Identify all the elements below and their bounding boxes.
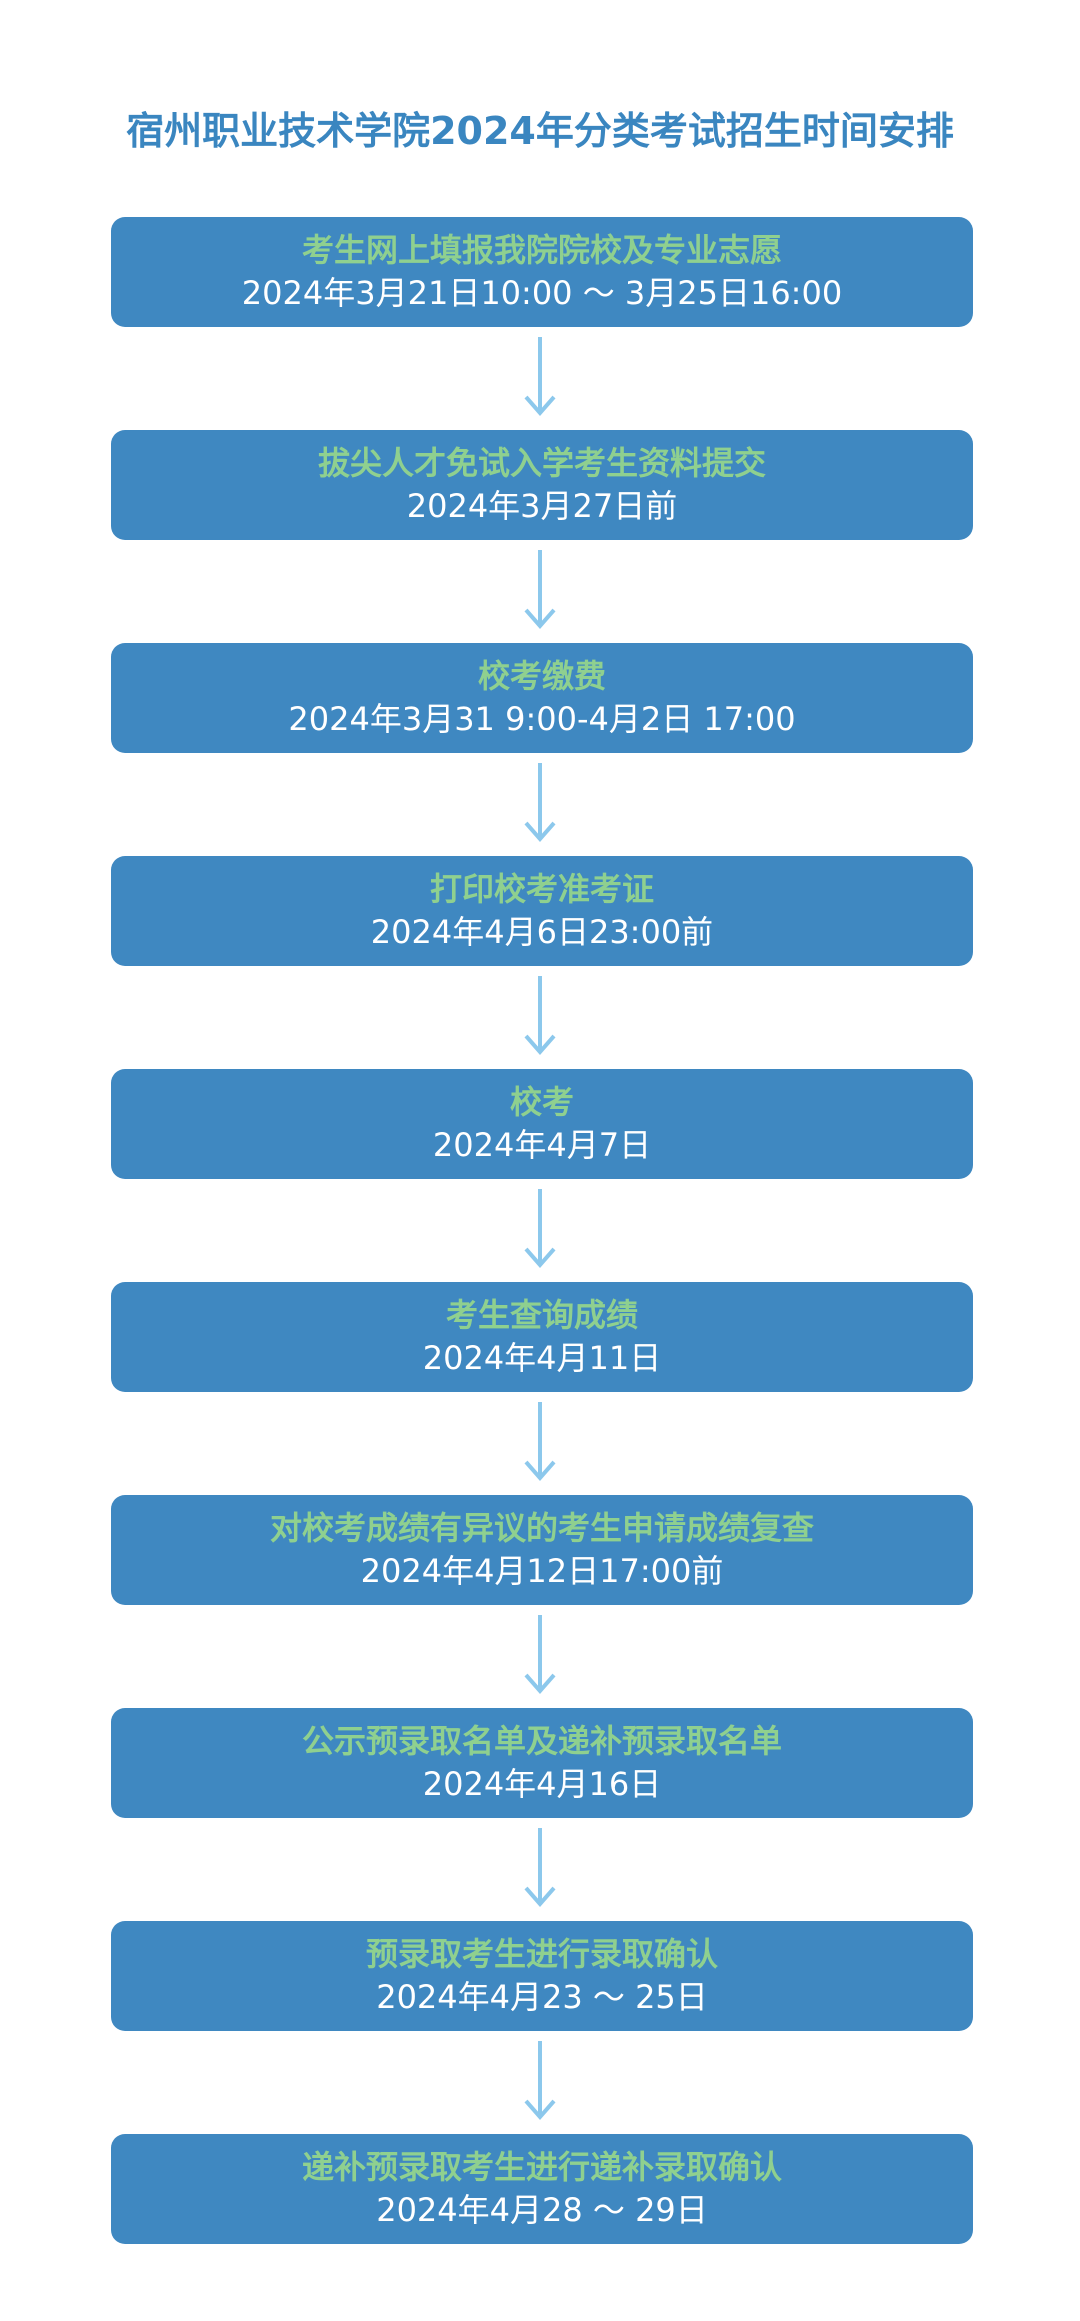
- timeline-step: 拔尖人才免试入学考生资料提交 2024年3月27日前: [111, 430, 973, 540]
- step-date: 2024年4月7日: [432, 1126, 652, 1164]
- step-date: 2024年4月28 ～ 29日: [376, 2191, 708, 2229]
- step-title: 递补预录取考生进行递补录取确认: [301, 2148, 782, 2186]
- step-title: 打印校考准考证: [429, 870, 654, 908]
- step-title: 校考缴费: [477, 657, 606, 695]
- arrow-down-icon: [524, 1828, 556, 1908]
- timeline-step: 打印校考准考证 2024年4月6日23:00前: [111, 856, 973, 966]
- arrow-down-icon: [524, 337, 556, 417]
- step-date: 2024年4月16日: [422, 1765, 662, 1803]
- page-title: 宿州职业技术学院2024年分类考试招生时间安排: [126, 109, 954, 153]
- timeline-step: 考生查询成绩 2024年4月11日: [111, 1282, 973, 1392]
- step-title: 校考: [509, 1083, 574, 1121]
- arrow-down-icon: [524, 1615, 556, 1695]
- timeline-step: 预录取考生进行录取确认 2024年4月23 ～ 25日: [111, 1921, 973, 2031]
- timeline-step: 递补预录取考生进行递补录取确认 2024年4月28 ～ 29日: [111, 2134, 973, 2244]
- step-title: 公示预录取名单及递补预录取名单: [301, 1722, 782, 1760]
- timeline-step: 考生网上填报我院院校及专业志愿 2024年3月21日10:00 ～ 3月25日1…: [111, 217, 973, 327]
- arrow-down-icon: [524, 2041, 556, 2121]
- timeline-step: 对校考成绩有异议的考生申请成绩复查 2024年4月12日17:00前: [111, 1495, 973, 1605]
- step-title: 对校考成绩有异议的考生申请成绩复查: [269, 1509, 814, 1547]
- arrow-down-icon: [524, 976, 556, 1056]
- step-title: 考生网上填报我院院校及专业志愿: [301, 231, 782, 269]
- step-date: 2024年4月12日17:00前: [360, 1552, 724, 1590]
- step-title: 拔尖人才免试入学考生资料提交: [317, 444, 766, 482]
- arrow-down-icon: [524, 1402, 556, 1482]
- arrow-down-icon: [524, 1189, 556, 1269]
- step-title: 考生查询成绩: [445, 1296, 638, 1334]
- step-date: 2024年3月27日前: [406, 487, 678, 525]
- step-date: 2024年4月6日23:00前: [370, 913, 714, 951]
- timeline-step: 校考 2024年4月7日: [111, 1069, 973, 1179]
- step-date: 2024年3月21日10:00 ～ 3月25日16:00: [241, 274, 843, 312]
- arrow-down-icon: [524, 763, 556, 843]
- timeline-step: 公示预录取名单及递补预录取名单 2024年4月16日: [111, 1708, 973, 1818]
- step-title: 预录取考生进行录取确认: [365, 1935, 718, 1973]
- step-date: 2024年4月11日: [422, 1339, 662, 1377]
- step-date: 2024年4月23 ～ 25日: [376, 1978, 708, 2016]
- step-date: 2024年3月31 9:00-4月2日 17:00: [288, 700, 796, 738]
- timeline-step: 校考缴费 2024年3月31 9:00-4月2日 17:00: [111, 643, 973, 753]
- arrow-down-icon: [524, 550, 556, 630]
